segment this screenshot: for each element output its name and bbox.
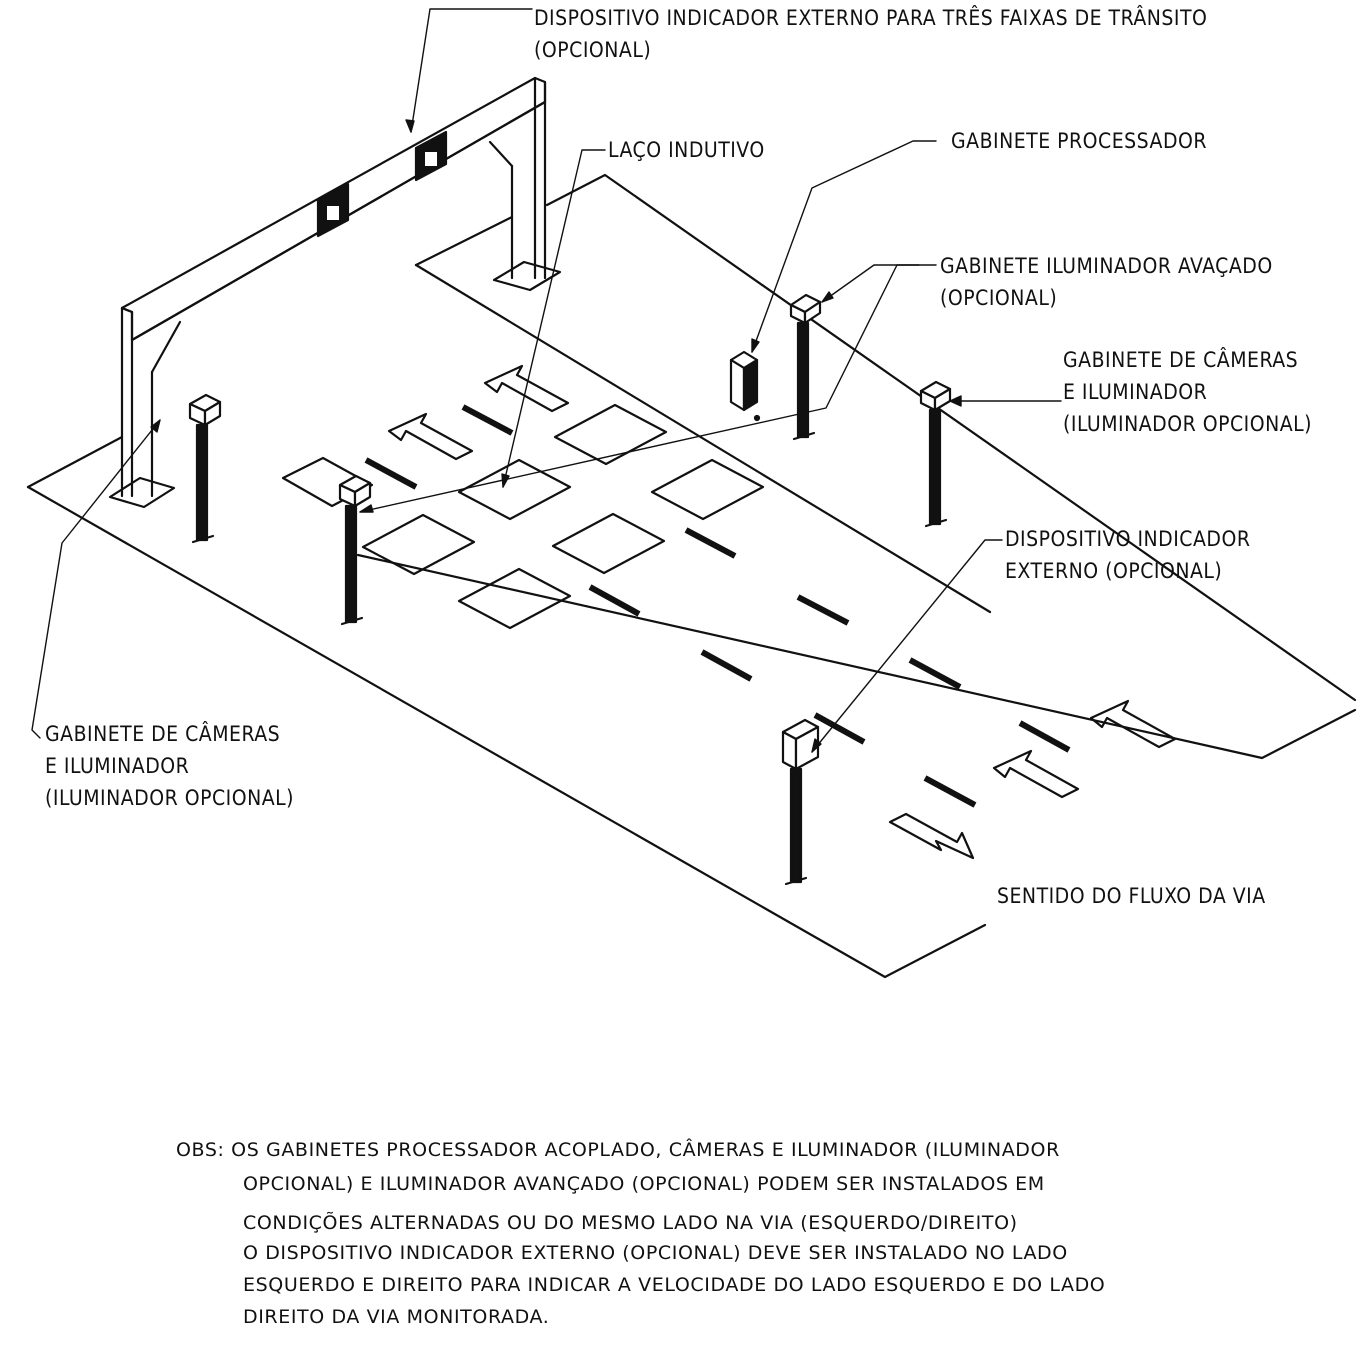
label-camera-left-line3: (ILUMINADOR OPCIONAL) bbox=[45, 786, 295, 810]
label-top-indicator-line2: (OPCIONAL) bbox=[534, 38, 652, 62]
label-inductive-loop: LAÇO INDUTIVO bbox=[608, 138, 765, 162]
note-line-1: OBS: OS GABINETES PROCESSADOR ACOPLADO, … bbox=[176, 1139, 1060, 1161]
gantry bbox=[108, 76, 562, 509]
direction-arrows bbox=[387, 364, 1177, 860]
label-camera-left-line1: GABINETE DE CÂMERAS bbox=[45, 722, 281, 746]
processor-cabinet bbox=[729, 350, 761, 422]
label-processor-cabinet: GABINETE PROCESSADOR bbox=[951, 129, 1207, 153]
note-line-3: CONDIÇÕES ALTERNADAS OU DO MESMO LADO NA… bbox=[243, 1212, 1018, 1234]
label-camera-left: GABINETE DE CÂMERAS E ILUMINADOR (ILUMIN… bbox=[45, 718, 294, 814]
gantry-indicator-left bbox=[316, 182, 350, 238]
note-line-5: ESQUERDO E DIREITO PARA INDICAR A VELOCI… bbox=[243, 1274, 1106, 1296]
external-indicator-pole bbox=[781, 718, 820, 886]
label-camera-left-line2: E ILUMINADOR bbox=[45, 754, 190, 778]
camera-pole-front-left bbox=[338, 474, 372, 626]
camera-pole-back-left bbox=[188, 393, 222, 544]
note-line-2: OPCIONAL) E ILUMINADOR AVANÇADO (OPCIONA… bbox=[243, 1173, 1045, 1195]
advanced-illuminator-pole bbox=[789, 293, 822, 441]
gantry-indicator-right bbox=[414, 130, 448, 182]
label-external-indicator-line1: DISPOSITIVO INDICADOR bbox=[1005, 527, 1251, 551]
inductive-loops bbox=[281, 403, 765, 630]
label-camera-right-line2: E ILUMINADOR bbox=[1063, 380, 1208, 404]
label-camera-right: GABINETE DE CÂMERAS E ILUMINADOR (ILUMIN… bbox=[1063, 344, 1312, 440]
label-external-indicator-line2: EXTERNO (OPCIONAL) bbox=[1005, 559, 1223, 583]
road-surface bbox=[26, 173, 1357, 979]
note-line-6: DIREITO DA VIA MONITORADA. bbox=[243, 1306, 550, 1328]
label-camera-right-line1: GABINETE DE CÂMERAS bbox=[1063, 348, 1299, 372]
label-advanced-illuminator-line2: (OPCIONAL) bbox=[940, 286, 1058, 310]
label-camera-right-line3: (ILUMINADOR OPCIONAL) bbox=[1063, 412, 1313, 436]
note-line-4: O DISPOSITIVO INDICADOR EXTERNO (OPCIONA… bbox=[243, 1242, 1068, 1264]
lane-dashes bbox=[364, 404, 1071, 808]
label-flow-direction: SENTIDO DO FLUXO DA VIA bbox=[997, 884, 1266, 908]
camera-pole-right bbox=[919, 380, 952, 528]
label-top-indicator: DISPOSITIVO INDICADOR EXTERNO PARA TRÊS … bbox=[534, 2, 1207, 66]
leader-lines bbox=[31, 8, 1062, 753]
label-advanced-illuminator-line1: GABINETE ILUMINADOR AVAÇADO bbox=[940, 254, 1273, 278]
label-top-indicator-line1: DISPOSITIVO INDICADOR EXTERNO PARA TRÊS … bbox=[534, 6, 1208, 30]
label-external-indicator: DISPOSITIVO INDICADOR EXTERNO (OPCIONAL) bbox=[1005, 523, 1250, 587]
label-advanced-illuminator: GABINETE ILUMINADOR AVAÇADO (OPCIONAL) bbox=[940, 250, 1273, 314]
